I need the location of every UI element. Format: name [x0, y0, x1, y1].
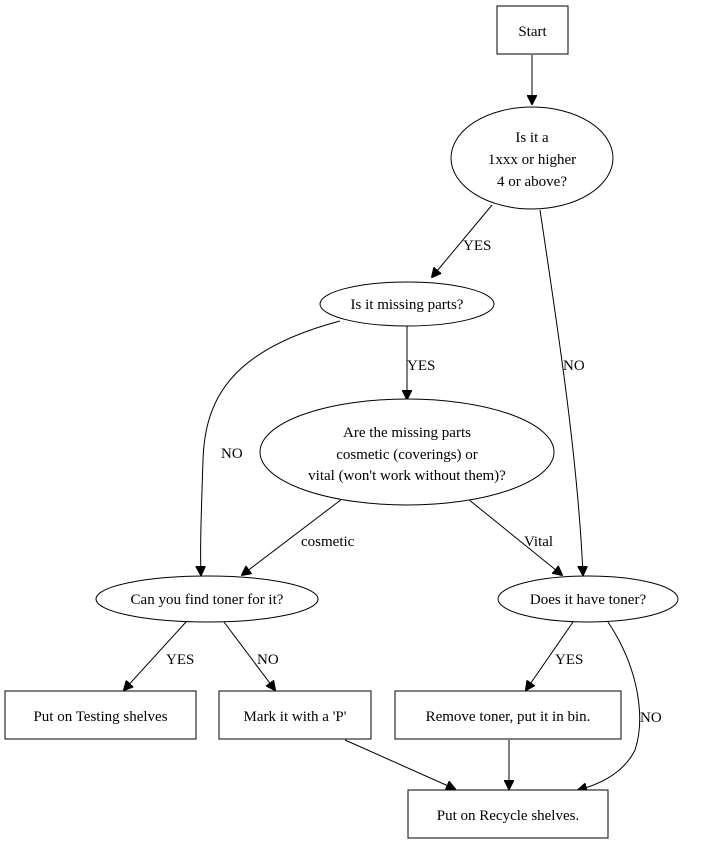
- node-q-missing: Is it missing parts?: [319, 281, 495, 327]
- node-mark-p-text: Mark it with a 'P': [244, 709, 347, 725]
- edge-model-to-missing-yes: [432, 204, 493, 277]
- edge-label-vital: Vital: [524, 534, 553, 550]
- edge-label-cosmetic: cosmetic: [301, 534, 355, 550]
- node-q-cosmetic-line-3: vital (won't work without them)?: [308, 468, 506, 484]
- node-q-missing-text: Is it missing parts?: [351, 297, 464, 313]
- node-q-cosmetic-line-1: Are the missing parts: [343, 425, 471, 441]
- node-q-model: Is it a 1xxx or higher 4 or above?: [450, 106, 614, 210]
- edge-find-toner-to-mark-p-no: [223, 621, 275, 690]
- node-testing-text: Put on Testing shelves: [33, 709, 167, 725]
- edge-label-model-has-toner: NO: [563, 358, 585, 374]
- node-q-has-toner-text: Does it have toner?: [530, 592, 647, 608]
- edge-missing-to-find-toner-no: [201, 320, 341, 575]
- node-recycle-text: Put on Recycle shelves.: [437, 808, 579, 824]
- node-testing: Put on Testing shelves: [4, 690, 197, 740]
- edge-label-missing-cosmetic: YES: [407, 358, 435, 374]
- edge-label-has-toner-recycle: NO: [640, 710, 662, 726]
- edge-mark-p-to-recycle: [344, 739, 455, 789]
- edge-has-toner-to-remove-yes: [526, 621, 574, 690]
- edge-label-model-missing: YES: [463, 238, 491, 254]
- edge-cosmetic-to-find-toner: [242, 498, 343, 575]
- node-start: Start: [496, 5, 569, 55]
- edges: YES NO YES NO cosmetic Vital YES NO YES …: [124, 55, 662, 790]
- node-q-find-toner-text: Can you find toner for it?: [131, 592, 284, 608]
- edge-label-find-toner-mark-p: NO: [257, 652, 279, 668]
- node-q-find-toner: Can you find toner for it?: [95, 575, 319, 623]
- node-q-cosmetic: Are the missing parts cosmetic (covering…: [259, 398, 555, 506]
- node-mark-p: Mark it with a 'P': [218, 690, 372, 740]
- edge-cosmetic-to-has-toner-vital: [467, 498, 562, 575]
- node-q-cosmetic-line-2: cosmetic (coverings) or: [336, 447, 478, 463]
- edge-has-toner-to-recycle-no: [578, 621, 641, 790]
- edge-model-to-has-toner-no: [539, 209, 583, 575]
- edge-label-find-toner-testing: YES: [166, 652, 194, 668]
- node-remove-toner-text: Remove toner, put it in bin.: [426, 709, 591, 725]
- node-start-text: Start: [518, 24, 547, 40]
- node-q-model-line-1: Is it a: [515, 130, 549, 146]
- edge-label-has-toner-remove: YES: [555, 652, 583, 668]
- node-remove-toner: Remove toner, put it in bin.: [394, 690, 622, 740]
- node-q-model-line-2: 1xxx or higher: [488, 152, 576, 168]
- node-recycle: Put on Recycle shelves.: [407, 789, 609, 839]
- node-q-model-line-3: 4 or above?: [497, 174, 567, 190]
- edge-find-toner-to-testing-yes: [124, 621, 187, 690]
- node-q-has-toner: Does it have toner?: [497, 575, 679, 623]
- edge-label-missing-find-toner: NO: [221, 446, 243, 462]
